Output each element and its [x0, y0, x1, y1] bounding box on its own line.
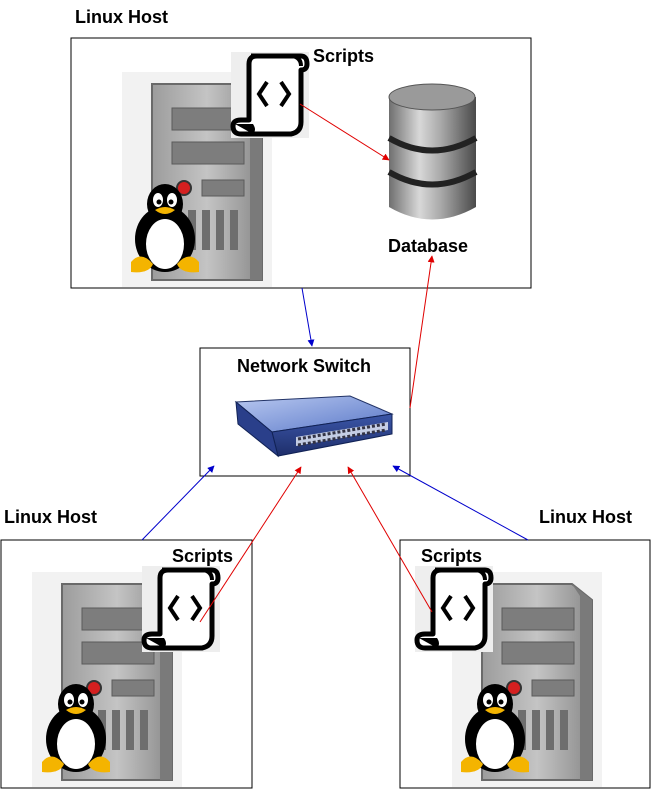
top-host-label: Linux Host [75, 7, 168, 27]
bottom-right-host-to-switch-link [392, 465, 529, 541]
database-label: Database [388, 236, 468, 256]
bottom-left-host-label: Linux Host [4, 507, 97, 527]
top-linux-host: Linux Host Scripts Database [70, 7, 532, 289]
script-scroll-icon [415, 566, 493, 652]
bottom-left-scripts-label: Scripts [172, 546, 233, 566]
bottom-right-scripts-label: Scripts [421, 546, 482, 566]
connectors [141, 103, 529, 623]
bottom-left-linux-host: Linux Host Scripts [0, 507, 253, 789]
scripts-to-database-flow [299, 103, 390, 161]
bottom-right-host-label: Linux Host [539, 507, 632, 527]
network-switch: Network Switch [199, 347, 411, 477]
bottom-right-scripts-to-switch-flow [347, 466, 433, 613]
switch-icon [234, 395, 394, 458]
bottom-left-scripts-to-switch-flow [199, 466, 302, 623]
bottom-left-host-to-switch-link [141, 465, 215, 541]
bottom-right-linux-host: Linux Host Scripts [399, 507, 651, 789]
script-scroll-icon [231, 52, 309, 138]
top-host-to-switch-link [301, 287, 315, 347]
switch-label: Network Switch [237, 356, 371, 376]
switch-to-database-flow [409, 255, 435, 409]
database-icon [387, 83, 478, 220]
top-scripts-label: Scripts [313, 46, 374, 66]
